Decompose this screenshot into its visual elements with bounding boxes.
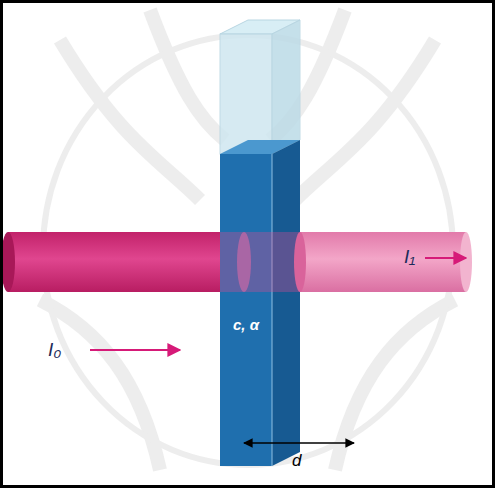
intensity-label: I₁ xyxy=(404,247,415,268)
sample-parameters: c, α xyxy=(220,316,272,333)
beam-entry xyxy=(237,232,251,292)
cuvette-liquid xyxy=(220,140,300,466)
cuvette-glass xyxy=(220,20,300,154)
dimension-arrow xyxy=(244,442,354,444)
intensity-arrow xyxy=(425,257,466,259)
beam-in-sample xyxy=(220,232,300,292)
intensity-label: I₀ xyxy=(48,340,61,361)
cuvette-box: c, α xyxy=(220,154,272,466)
incident-beam xyxy=(1,232,248,292)
transmitted-beam xyxy=(294,232,472,292)
intensity-arrow xyxy=(90,349,180,351)
dimension-label: d xyxy=(292,452,301,471)
